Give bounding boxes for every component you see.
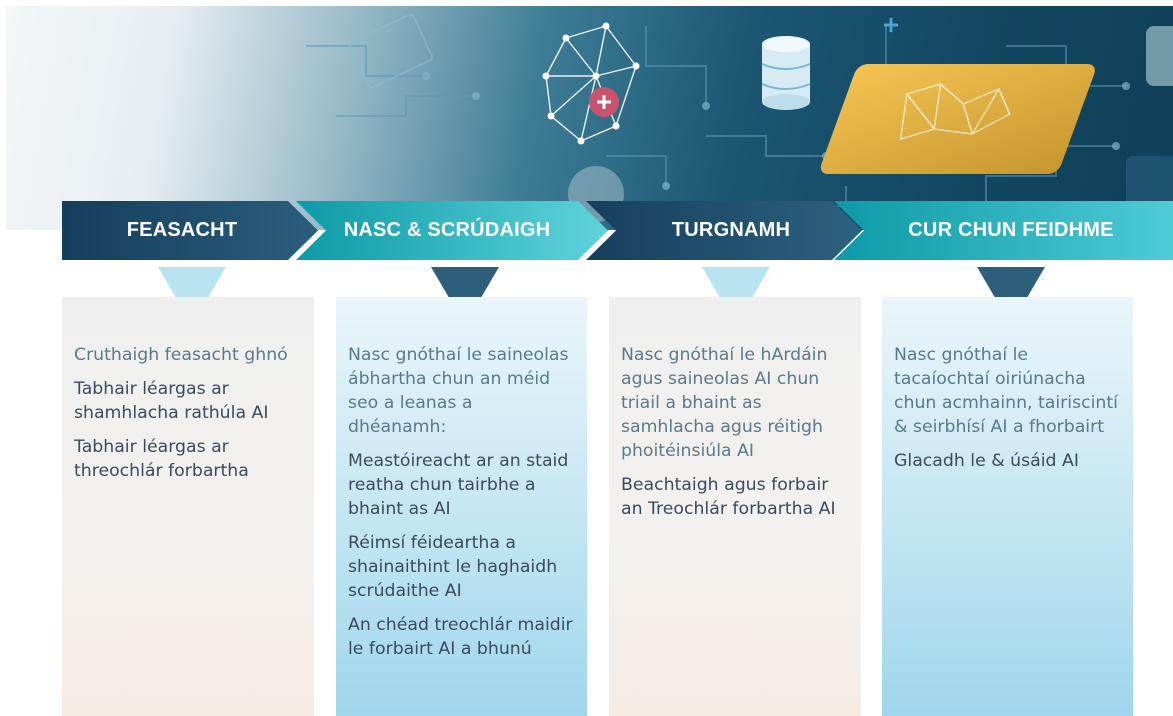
stage-item: Tabhair léargas ar shamhlacha rathúla AI <box>74 379 269 423</box>
stage-item: Beachtaigh agus forbair an Treochlár for… <box>621 475 836 519</box>
stage-chevron-nasc: NASC & SCRÚDAIGH <box>296 201 608 260</box>
stage-box-feasacht: Cruthaigh feasacht ghnó Tabhair léargas … <box>62 297 314 716</box>
stage-item: An chéad treochlár maidir le forbairt AI… <box>348 615 573 659</box>
stage-box-turgnamh: Nasc gnóthaí le hArdáin agus saineolas A… <box>609 297 861 716</box>
stage-box-cur-chun-feidhme: Nasc gnóthaí le tacaíochtaí oiriúnacha c… <box>882 297 1133 716</box>
stage-intro: Nasc gnóthaí le hArdáin agus saineolas A… <box>621 345 828 461</box>
circuit-illustration <box>306 13 1173 222</box>
stage-intro: Nasc gnóthaí le tacaíochtaí oiriúnacha c… <box>894 345 1118 437</box>
stage-chevron-feasacht: FEASACHT <box>62 201 318 260</box>
stage-label: CUR CHUN FEIDHME <box>908 219 1114 241</box>
stage-label: NASC & SCRÚDAIGH <box>343 219 551 241</box>
stage-chevron-cur-chun-feidhme: CUR CHUN FEIDHME <box>834 201 1173 260</box>
pointer-triangle-3 <box>702 267 770 325</box>
stage-label: TURGNAMH <box>671 219 791 241</box>
stage-label: FEASACHT <box>126 219 238 241</box>
stage-box-nasc: Nasc gnóthaí le saineolas ábhartha chun … <box>336 297 587 716</box>
stage-intro: Cruthaigh feasacht ghnó <box>74 345 288 365</box>
stage-item: Réimsí féideartha a shainaithint le hagh… <box>348 533 558 601</box>
hero-banner <box>6 6 1173 230</box>
pointer-triangle-1 <box>158 267 226 325</box>
stage-intro: Nasc gnóthaí le saineolas ábhartha chun … <box>348 345 569 437</box>
pointer-triangle-2 <box>431 267 499 325</box>
stage-item: Glacadh le & úsáid AI <box>894 451 1079 471</box>
stage-item: Tabhair léargas ar threochlár forbartha <box>74 437 249 481</box>
pointer-triangle-4 <box>977 267 1045 325</box>
stage-item: Meastóireacht ar an staid reatha chun ta… <box>348 451 569 519</box>
stage-chevron-turgnamh: TURGNAMH <box>586 201 862 260</box>
